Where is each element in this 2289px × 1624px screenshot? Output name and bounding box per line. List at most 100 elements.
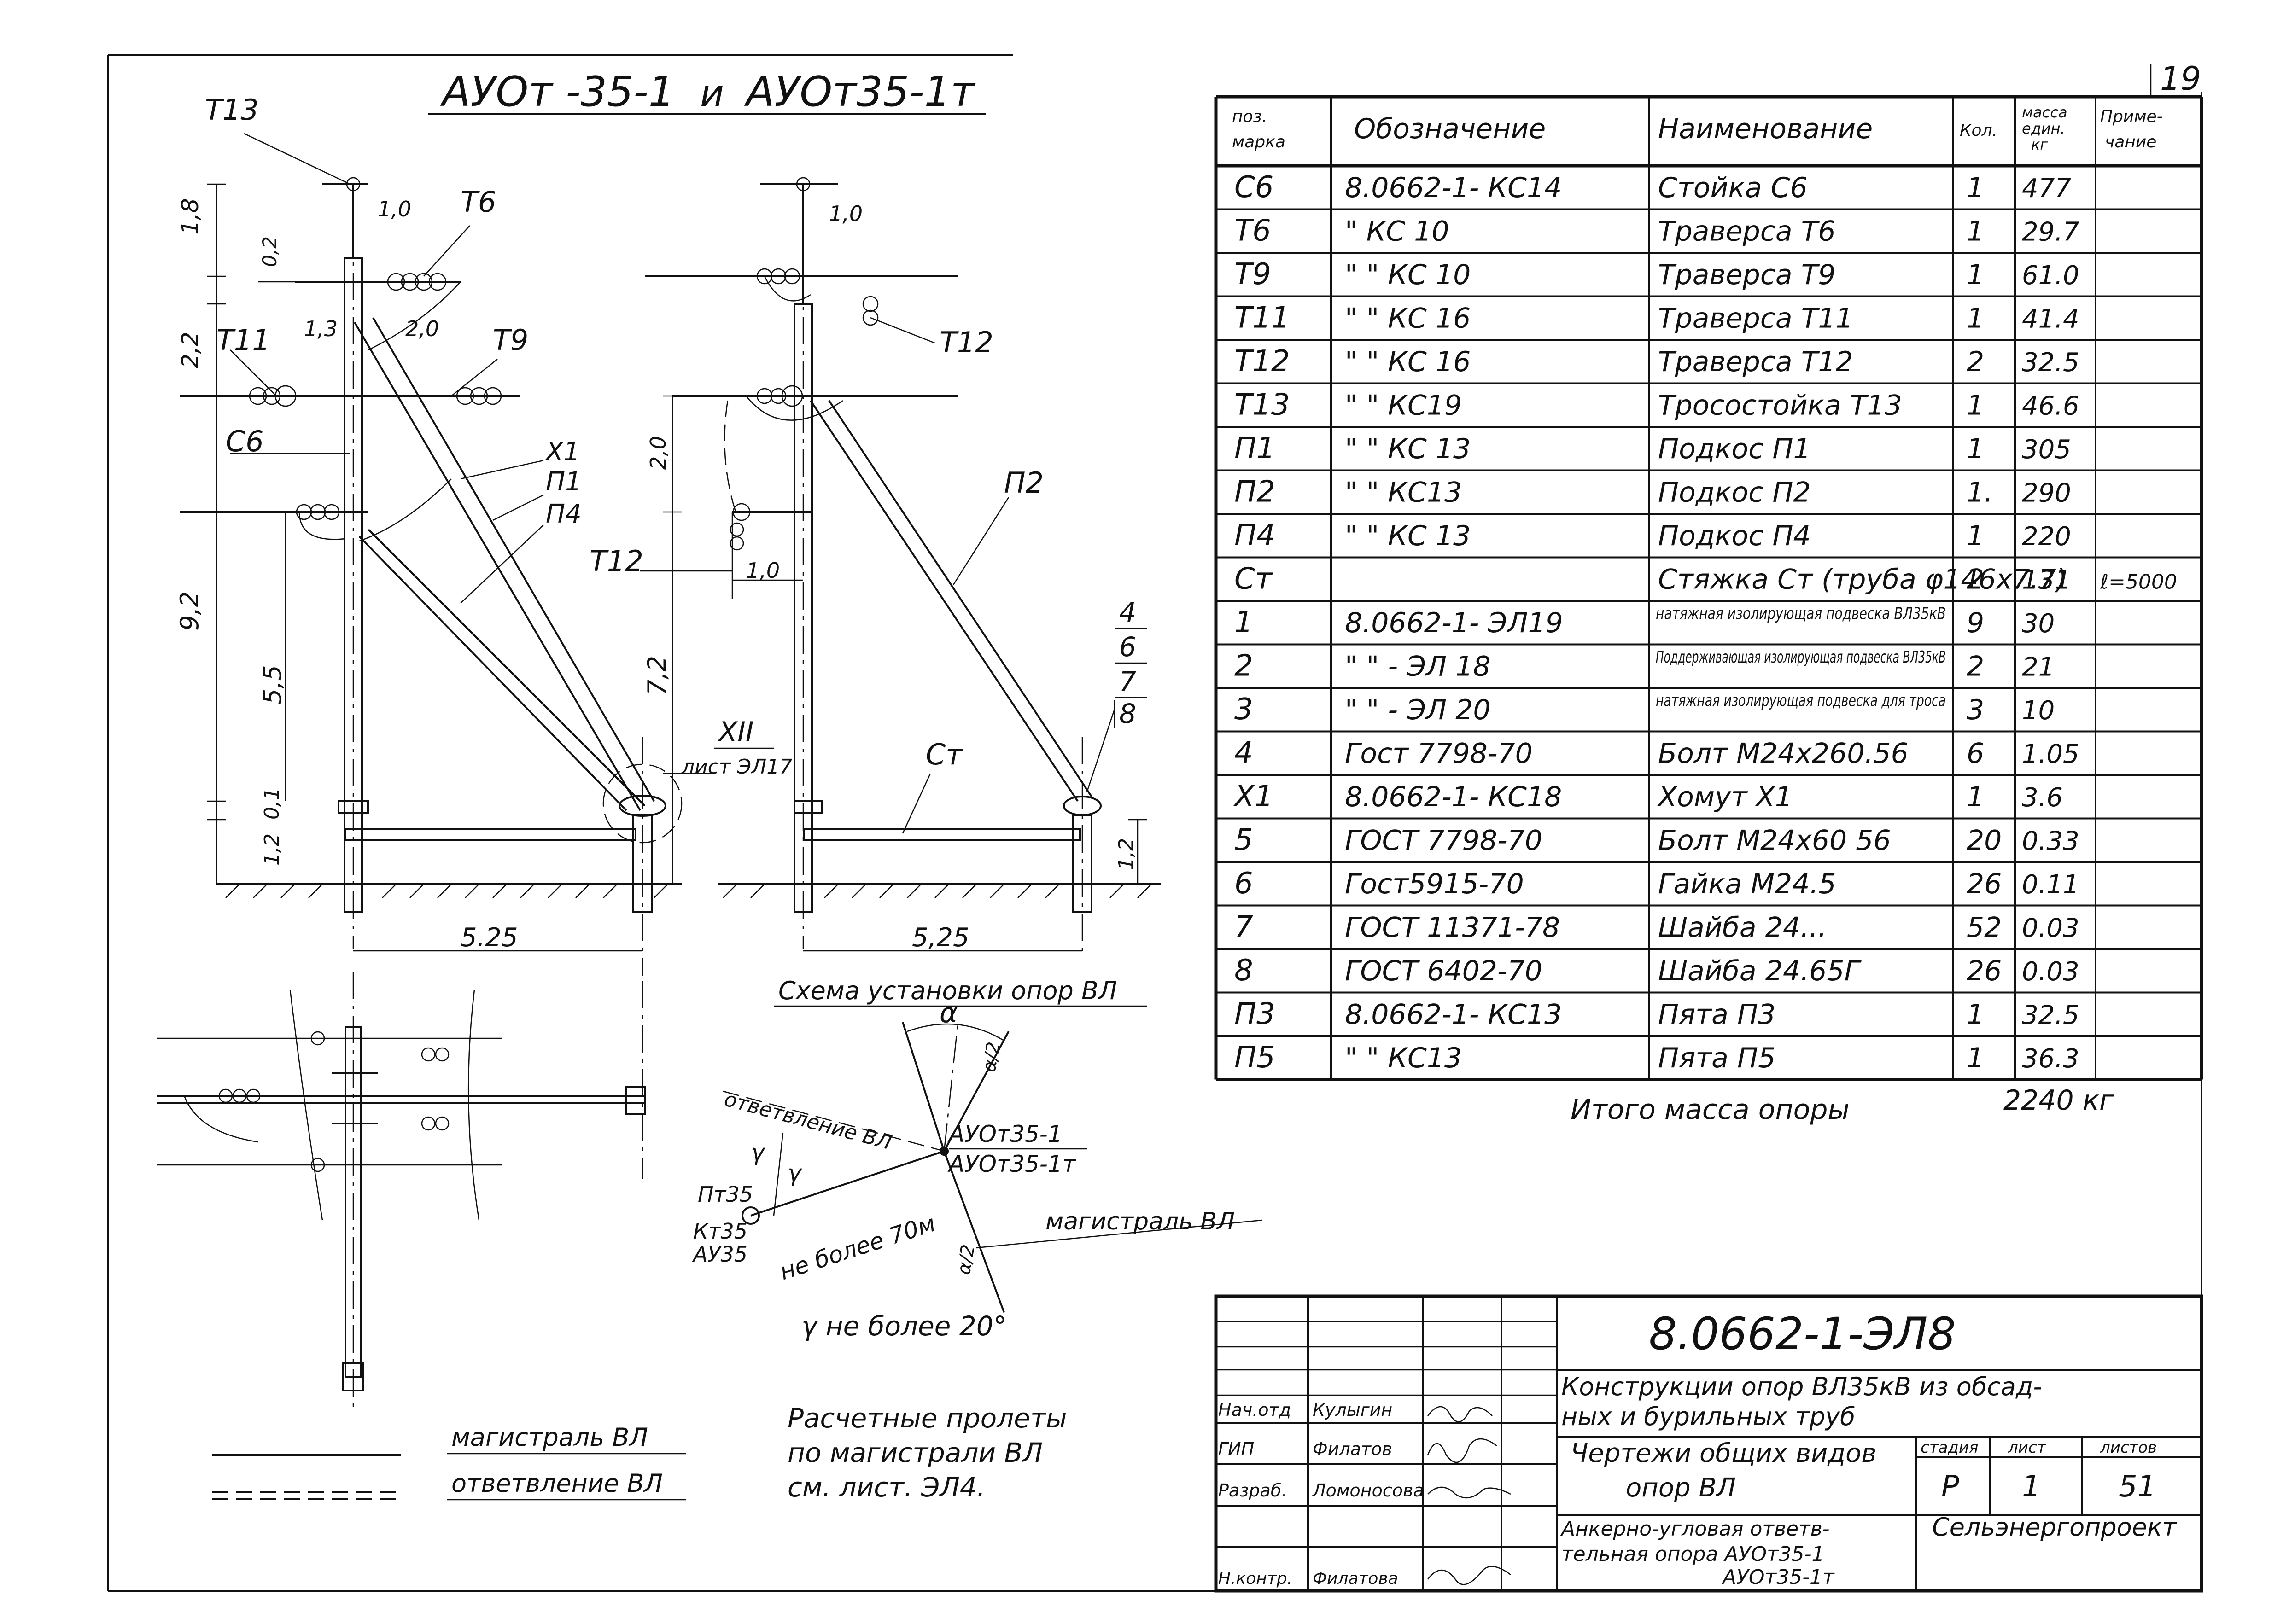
cell-mass: 29.7 [2022, 217, 2079, 247]
label-t11: Т11 [216, 323, 270, 357]
scheme-left-support-1: Пт35 [698, 1182, 753, 1207]
cell-qty: 2 [1967, 564, 1984, 596]
title-sheets-label: листов [2100, 1438, 2157, 1457]
cell-name: Шайба 24... [1658, 912, 1827, 944]
cell-qty: 1 [1967, 172, 1984, 204]
cell-pos: Ст [1234, 562, 1273, 596]
cell-name: Траверса Т6 [1658, 215, 1836, 248]
label-p4: П4 [546, 499, 582, 529]
cell-mass: 32.5 [2022, 348, 2079, 378]
cell-qty: 26 [1967, 955, 2002, 987]
cell-mass: 46.6 [2022, 391, 2079, 421]
cell-designation: " " КС13 [1345, 1042, 1462, 1074]
cell-qty: 1 [1967, 433, 1984, 465]
cell-pos: Т13 [1234, 388, 1290, 422]
dim-5-25-b: 5,25 [912, 923, 969, 953]
cell-mass: 21 [2022, 652, 2055, 682]
label-p2: П2 [1004, 466, 1044, 500]
cell-note: ℓ=5000 [2100, 570, 2177, 594]
label-c6: С6 [226, 425, 264, 458]
label-t9: Т9 [493, 323, 528, 357]
legend-main-text: магистраль ВЛ [451, 1423, 648, 1452]
dim-2-0-b: 2,0 [646, 436, 671, 470]
cell-designation: " " КС 13 [1345, 520, 1471, 552]
total-mass-label: Итого масса опоры [1571, 1094, 1850, 1126]
cell-mass: 32.5 [2022, 1001, 2079, 1030]
label-xii: XII [717, 716, 754, 748]
cell-qty: 1 [1967, 1042, 1984, 1074]
role-label-1: Нач.отд [1218, 1400, 1291, 1420]
header-note-1: Приме- [2100, 107, 2163, 126]
header-pos-1: поз. [1232, 107, 1267, 126]
cell-mass: 0.33 [2022, 827, 2079, 856]
cell-qty: 1 [1967, 215, 1984, 248]
cell-mass: 41.4 [2022, 304, 2079, 334]
drawing-title: АУОт -35-1 и АУОт35-1т [428, 68, 986, 116]
cell-designation: " " - ЭЛ 18 [1345, 651, 1491, 683]
cell-pos: Т6 [1234, 214, 1271, 248]
role-name-4: Филатова [1313, 1569, 1398, 1588]
title-left: АУОт -35-1 [440, 68, 675, 116]
cell-pos: 1 [1234, 605, 1253, 640]
cell-designation: 8.0662-1- КС18 [1345, 781, 1562, 813]
cell-qty: 9 [1967, 607, 1984, 639]
label-t6: Т6 [461, 185, 496, 219]
cell-designation: " " КС 16 [1345, 303, 1471, 335]
role-label-4: Н.контр. [1218, 1569, 1292, 1588]
role-label-3: Разраб. [1218, 1480, 1287, 1501]
insulator-string-right-low [730, 503, 751, 551]
scheme-support-bottom: АУОт35-1т [947, 1151, 1077, 1177]
header-designation: Обозначение [1354, 113, 1546, 145]
label-t12-b: Т12 [590, 544, 643, 578]
scheme-main-label: магистраль ВЛ [1045, 1208, 1235, 1235]
title-stage-label: стадия [1921, 1438, 1978, 1457]
role-name-2: Филатов [1313, 1439, 1392, 1459]
cell-mass: 0.03 [2022, 957, 2079, 987]
note-line-1: Расчетные пролеты [788, 1403, 1067, 1434]
side-number-8: 8 [1119, 698, 1136, 729]
spec-table-grid [1214, 95, 2203, 1081]
dim-1-3: 1,3 [304, 316, 338, 341]
header-mass-3: кг [2031, 136, 2048, 153]
cell-pos: С6 [1234, 170, 1273, 204]
cell-name: Траверса Т11 [1658, 303, 1853, 335]
cell-mass: 131 [2022, 565, 2071, 595]
scheme-gamma-note: γ не более 20° [801, 1310, 1007, 1342]
legend-branch-text: ответвление ВЛ [451, 1469, 663, 1498]
cell-mass: 30 [2022, 609, 2055, 639]
cell-name: Тросостойка Т13 [1658, 390, 1902, 422]
insulator-string-t6 [387, 273, 447, 291]
header-note-2: чание [2105, 133, 2156, 151]
cell-qty: 2 [1967, 651, 1984, 683]
cell-qty: 20 [1967, 825, 2002, 857]
cell-name: Стойка С6 [1658, 172, 1808, 204]
dim-1-0-c: 1,0 [746, 558, 780, 583]
scheme-half-alpha-2: α/2 [953, 1243, 980, 1276]
title-description-1: Конструкции опор ВЛ35кВ из обсад- [1561, 1372, 2042, 1401]
title-block: 8.0662-1-ЭЛ8 Конструкции опор ВЛ35кВ из … [1214, 1294, 2203, 1593]
cell-designation: " " КС13 [1345, 477, 1462, 509]
dim-2-2: 2,2 [177, 332, 204, 368]
cell-pos: 5 [1234, 823, 1253, 857]
scheme-half-alpha: α/2 [979, 1040, 1005, 1073]
cell-qty: 1 [1967, 390, 1984, 422]
title-sheets: 51 [2119, 1470, 2156, 1504]
front-view-right-labels: Т12 Т12 П2 Ст 1,0 2,0 7,2 1,0 1,2 5,25 4… [590, 201, 1147, 953]
label-st: Ст [926, 738, 963, 771]
title-roles: Нач.отд Кулыгин ГИП Филатов Разраб. Ломо… [1218, 1400, 1424, 1588]
ground-hatch-right [723, 884, 1152, 898]
